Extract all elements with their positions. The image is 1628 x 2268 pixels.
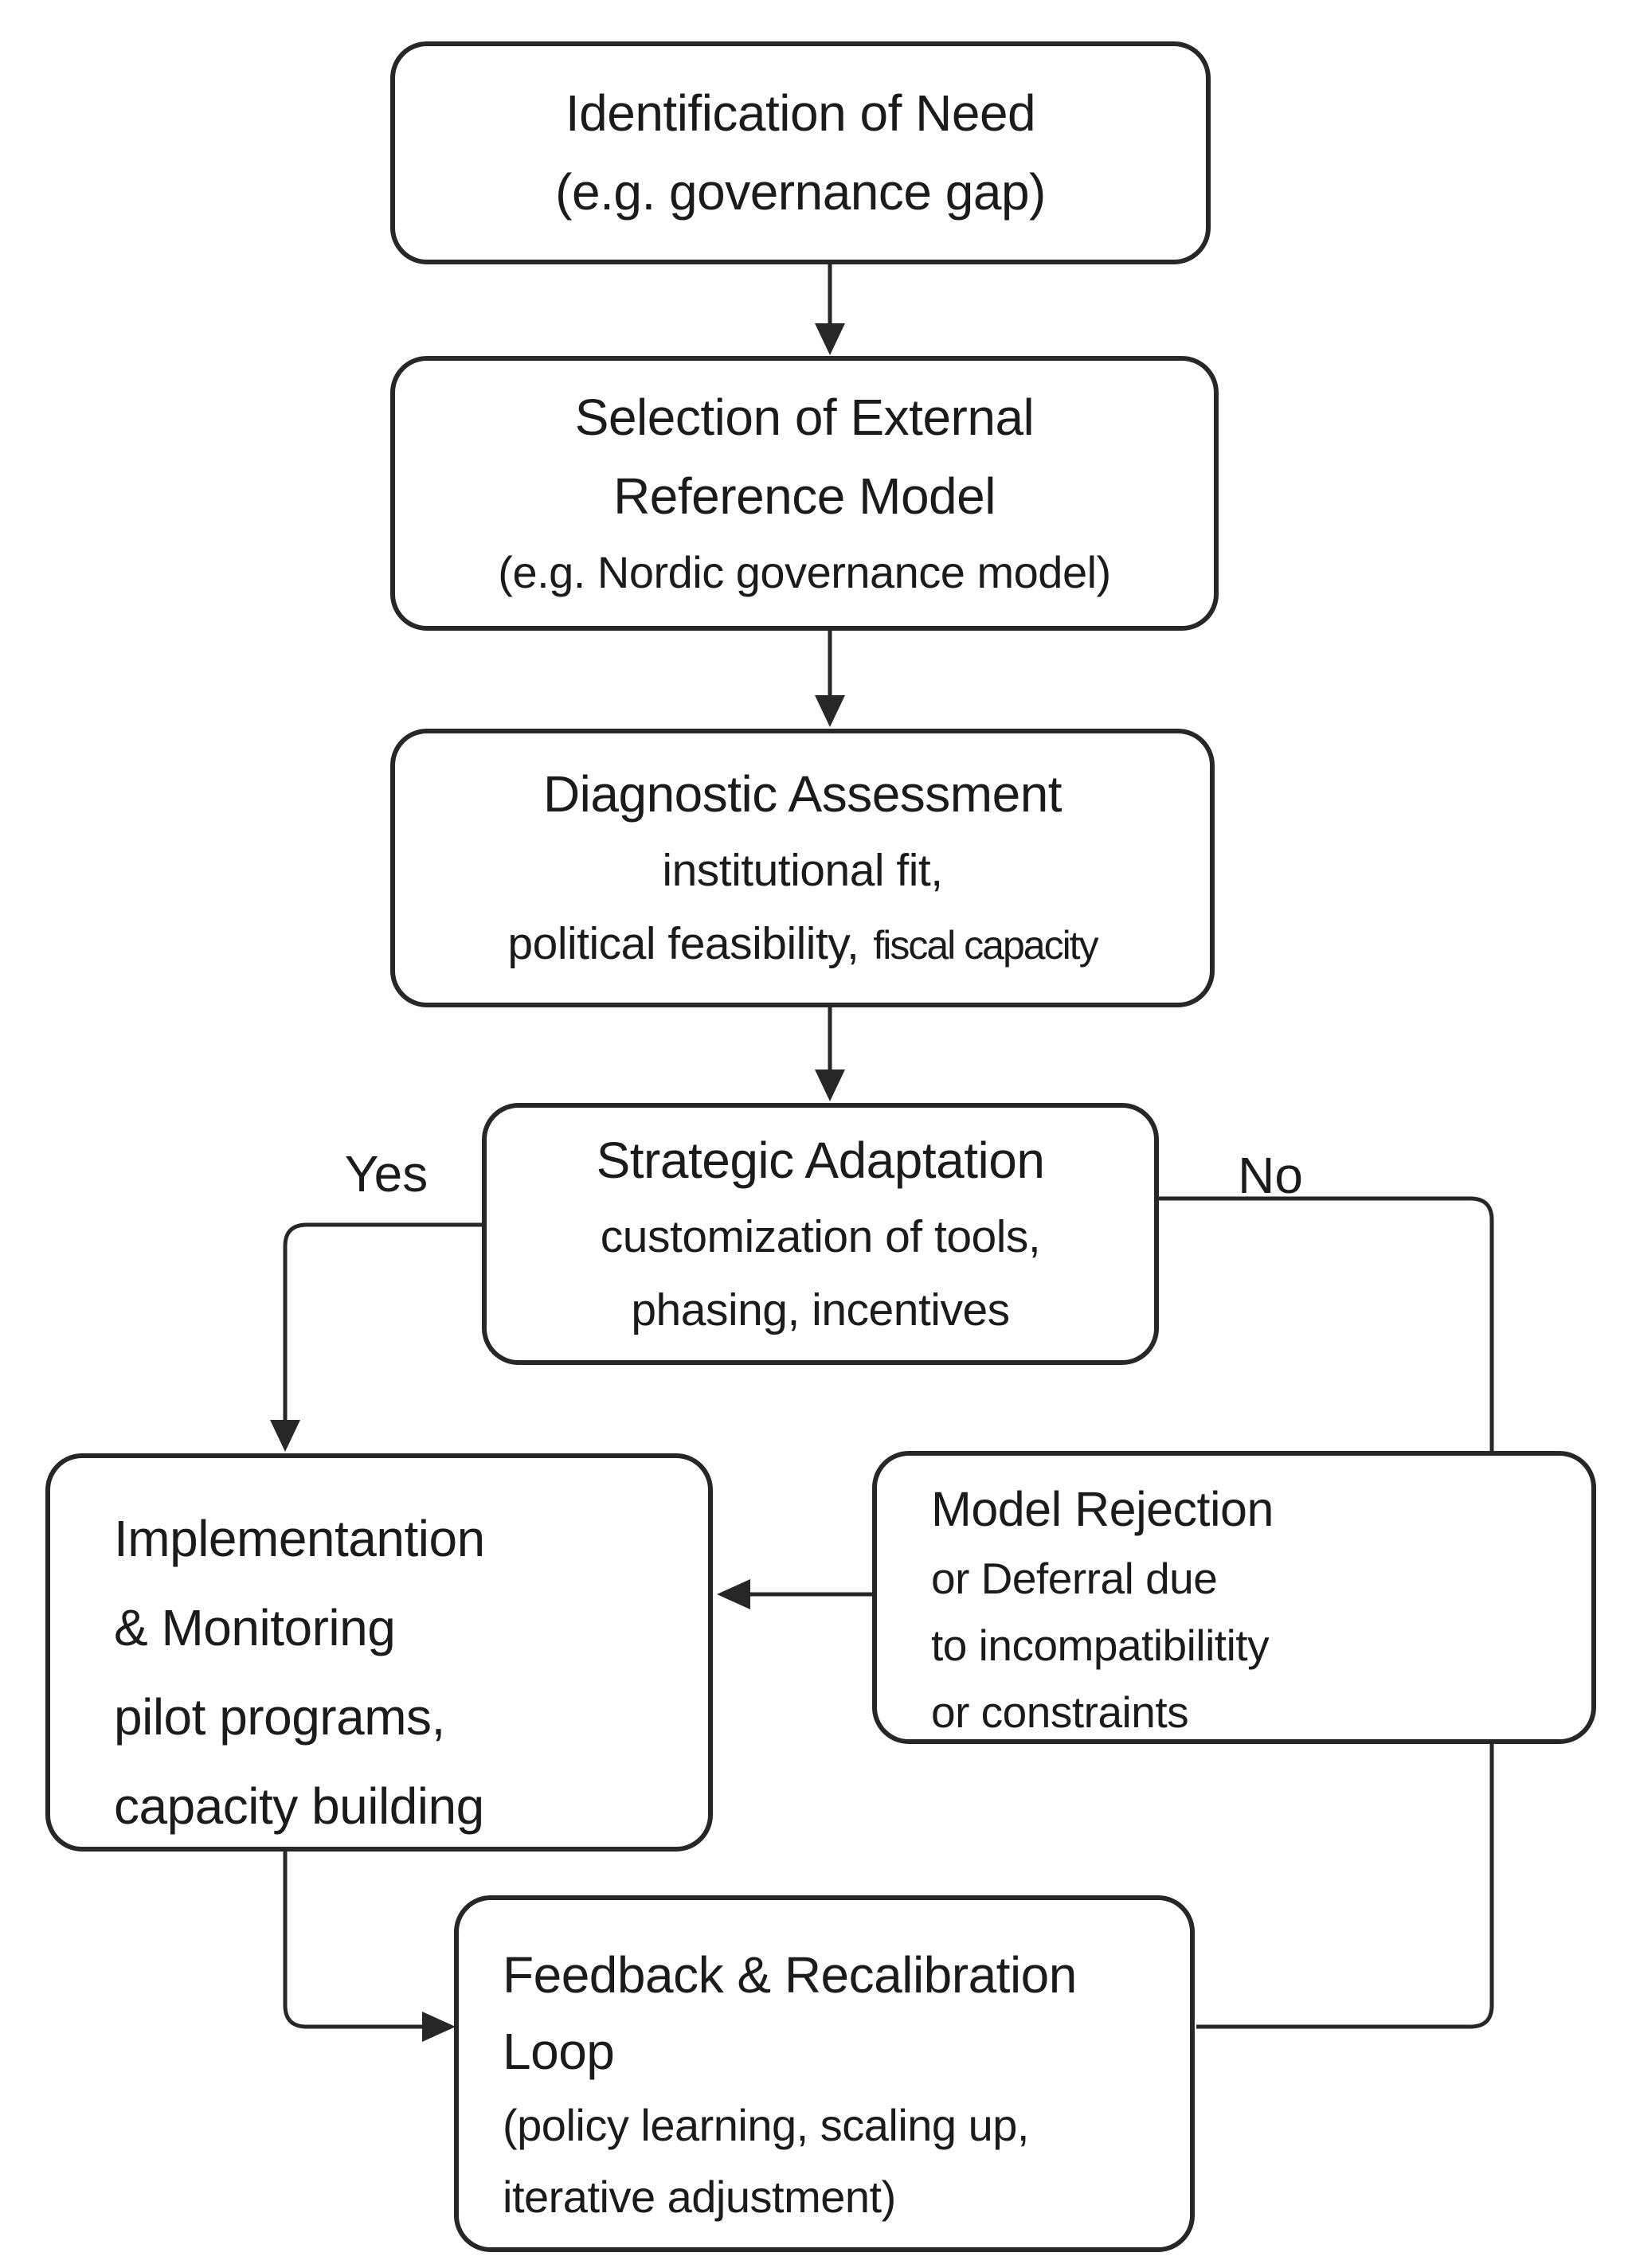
arrowhead-down-icon <box>815 695 845 727</box>
arrowhead-right-icon <box>422 2012 456 2042</box>
connector-line <box>283 1852 422 2029</box>
connector-yes-strategic-to-implementation <box>270 1222 482 1452</box>
box-selection-of-external-reference-model: Selection of External Reference Model (e… <box>390 356 1219 631</box>
rejection-line-4: or constraints <box>931 1687 1189 1737</box>
diagnostic-line-1: Diagnostic Assessment <box>542 764 1063 823</box>
identification-line-1: Identification of Need <box>565 84 1036 142</box>
feedback-line-2: Loop <box>503 2023 615 2080</box>
implementation-line-3: pilot programs, <box>114 1688 445 1746</box>
identification-line-2: (e.g. governance gap) <box>555 163 1046 221</box>
diagnostic-line-2: institutional fit, <box>662 844 943 896</box>
connector-selection-to-diagnostic <box>815 631 845 727</box>
no-branch-label: No <box>1238 1147 1303 1204</box>
implementation-line-1: Implementantion <box>114 1510 485 1567</box>
selection-line-1: Selection of External <box>574 388 1035 446</box>
connector-identification-to-selection <box>815 264 845 355</box>
box-diagnostic-assessment: Diagnostic Assessment institutional fit,… <box>390 729 1215 1007</box>
yes-branch-label: Yes <box>344 1145 429 1202</box>
rejection-line-3: to incompatibilitity <box>931 1621 1270 1670</box>
diagnostic-line-3-main: political feasibility, <box>507 917 859 969</box>
selection-line-3: (e.g. Nordic governance model) <box>498 546 1111 597</box>
box-model-rejection-or-deferral: Model Rejection or Deferral due to incom… <box>872 1451 1596 1744</box>
arrowhead-down-icon <box>815 1069 845 1101</box>
box-implementation-and-monitoring: Implementantion & Monitoring pilot progr… <box>45 1453 713 1852</box>
rejection-line-2: or Deferral due <box>931 1554 1218 1603</box>
feedback-line-3: (policy learning, scaling up, <box>503 2100 1029 2150</box>
selection-line-2: Reference Model <box>613 467 996 525</box>
arrowhead-down-icon <box>270 1420 300 1452</box>
diagnostic-line-3-small: fiscal capacity <box>873 922 1098 968</box>
arrowhead-left-icon <box>717 1579 750 1609</box>
box-feedback-and-recalibration-loop: Feedback & Recalibration Loop (policy le… <box>454 1895 1195 2252</box>
box-identification-of-need: Identification of Need (e.g. governance … <box>390 41 1211 264</box>
strategic-line-3: phasing, incentives <box>631 1285 1010 1335</box>
arrowhead-down-icon <box>815 323 845 355</box>
connector-line <box>283 1222 482 1420</box>
connector-diagnostic-to-strategic <box>815 1007 845 1101</box>
feedback-line-4: iterative adjustment) <box>503 2172 896 2222</box>
box-strategic-adaptation: Strategic Adaptation customization of to… <box>482 1103 1159 1365</box>
implementation-line-2: & Monitoring <box>114 1599 396 1656</box>
rejection-line-1: Model Rejection <box>931 1482 1274 1536</box>
implementation-line-4: capacity building <box>114 1777 484 1835</box>
connector-implementation-to-feedback <box>283 1852 456 2042</box>
strategic-line-2: customization of tools, <box>600 1211 1041 1262</box>
diagnostic-line-3: political feasibility, fiscal capacity <box>507 907 1098 982</box>
strategic-line-1: Strategic Adaptation <box>596 1132 1045 1189</box>
feedback-line-1: Feedback & Recalibration <box>503 1946 1077 2004</box>
connector-rejection-to-implementation <box>717 1579 872 1609</box>
